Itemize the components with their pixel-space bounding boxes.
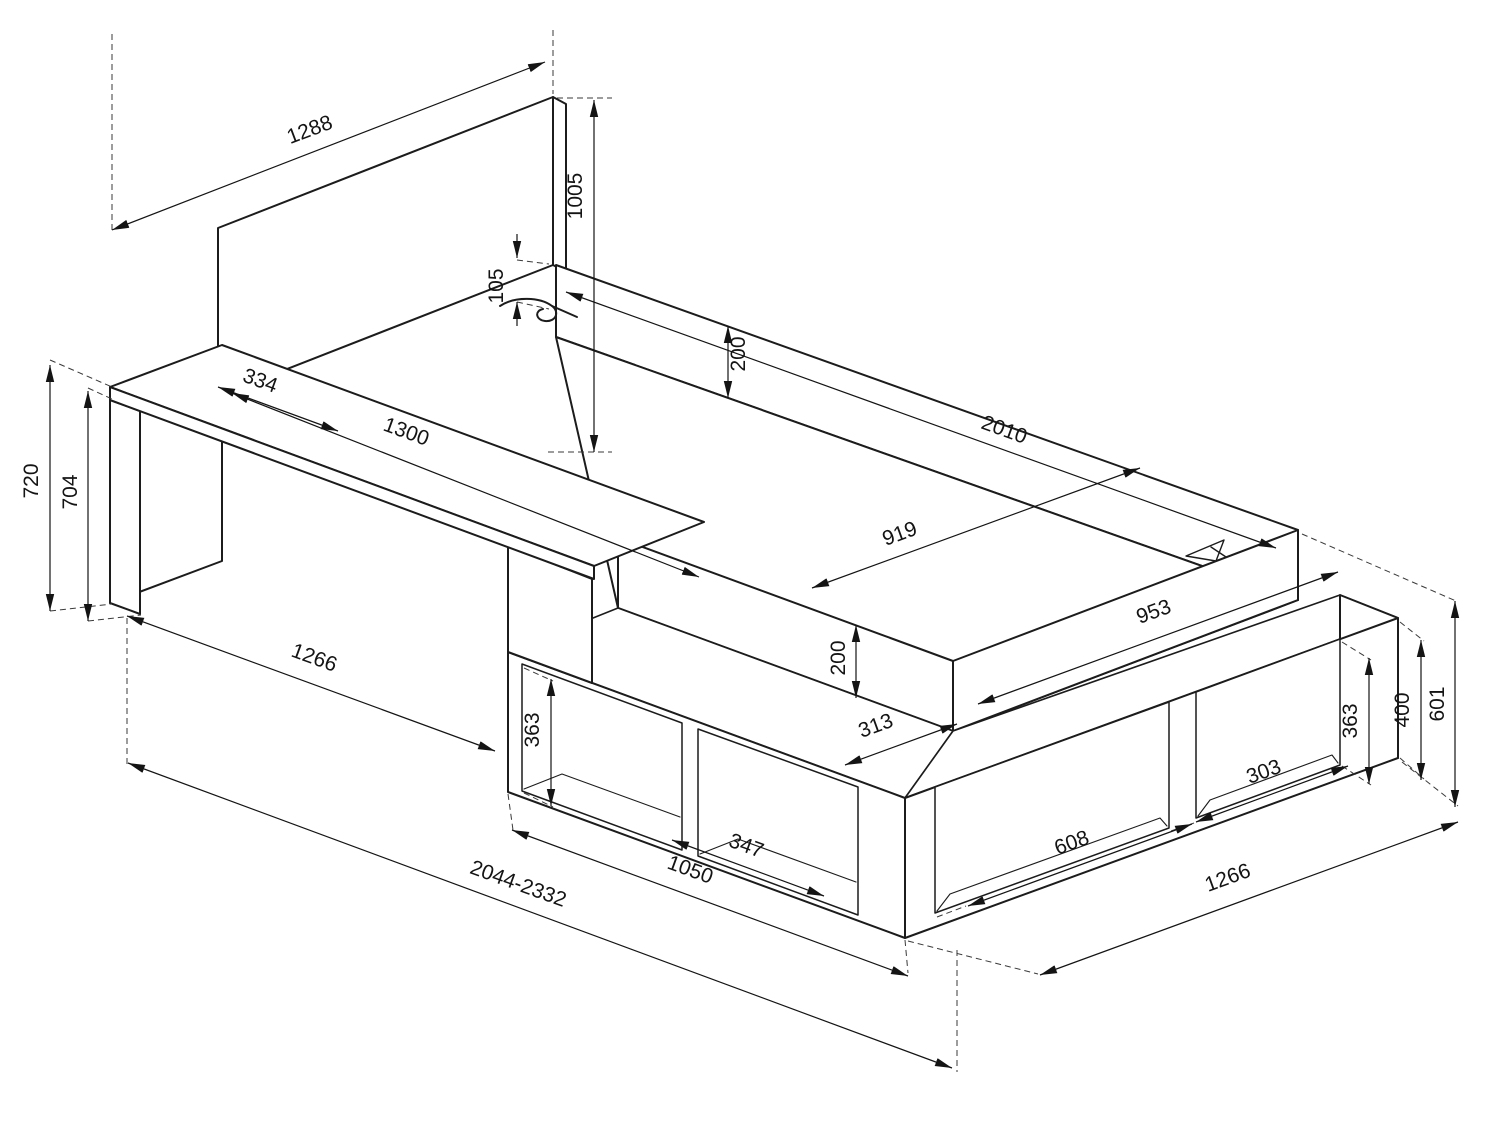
extension-line xyxy=(1399,757,1425,780)
extension-line xyxy=(1341,641,1372,661)
extension-line xyxy=(49,359,113,388)
extension-line xyxy=(516,301,550,310)
dim-label-hook-offset: 105 xyxy=(485,268,508,303)
extension-line xyxy=(49,603,113,612)
dim-label-foot-total-height: 601 xyxy=(1426,686,1449,721)
desk-leg-panel-front xyxy=(109,399,141,615)
dim-label-left-cubby-height: 363 xyxy=(521,712,544,747)
dim-label-foot-cubby-height: 363 xyxy=(1339,703,1362,738)
dim-label-headboard-width: 1288 xyxy=(284,111,336,149)
dim-line-desk-span xyxy=(126,615,496,752)
wall-hook-shape xyxy=(499,297,558,323)
dim-label-desk-clearance: 704 xyxy=(59,474,82,509)
extension-line xyxy=(1301,533,1457,602)
extension-line xyxy=(1399,621,1425,642)
extension-line xyxy=(516,259,550,265)
extension-line xyxy=(507,793,514,831)
dim-line-ledge-depth xyxy=(844,723,958,766)
extension-line xyxy=(523,667,554,682)
dim-label-desk-height: 720 xyxy=(20,463,43,498)
extension-line xyxy=(87,387,113,400)
dim-line-bed-outer-width xyxy=(977,571,1339,705)
dim-line-overall-length xyxy=(127,762,953,1069)
dim-line-headboard-width xyxy=(111,61,546,231)
dim-line-foot-storage-length xyxy=(1039,821,1459,976)
dim-label-desk-span: 1266 xyxy=(288,639,340,677)
headboard xyxy=(217,96,567,397)
mattress-corner-line xyxy=(1210,546,1227,558)
dim-line-foot-cubby-width-small xyxy=(1195,765,1349,823)
dim-line-bed-inner-width xyxy=(811,467,1141,589)
extension-line xyxy=(904,939,909,974)
dim-label-overall-length: 2044-2332 xyxy=(467,856,569,912)
dim-label-back-rail-height: 200 xyxy=(727,336,750,371)
dim-label-front-rail-height: 200 xyxy=(827,640,850,675)
dim-line-bed-inner-length xyxy=(565,291,1277,549)
dim-label-headboard-height: 1005 xyxy=(564,173,587,220)
headboard-front-face xyxy=(217,96,554,397)
dim-label-platform-height: 400 xyxy=(1391,692,1414,727)
extension-line xyxy=(1401,761,1459,807)
dim-label-foot-storage-length: 1266 xyxy=(1202,859,1254,897)
extension-line xyxy=(907,940,1039,975)
